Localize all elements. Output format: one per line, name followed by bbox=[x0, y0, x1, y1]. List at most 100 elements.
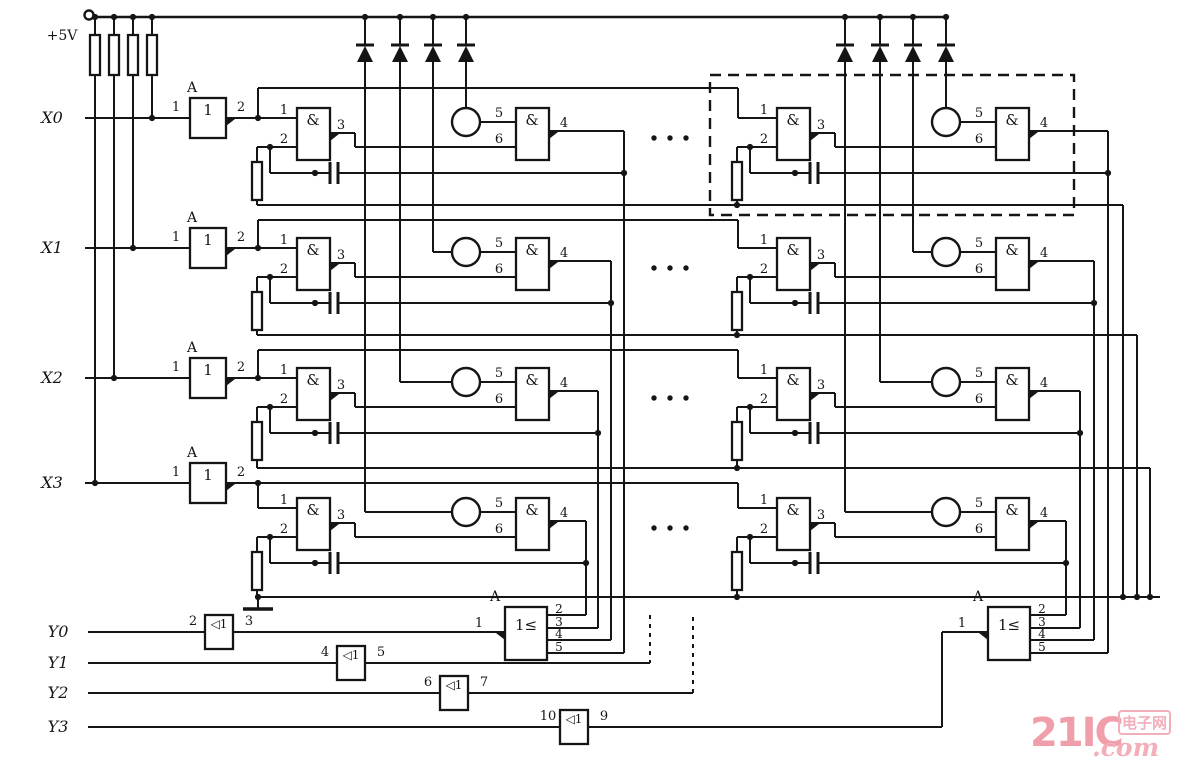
pin-label: 6 bbox=[424, 675, 432, 690]
pin-label: 5 bbox=[1038, 640, 1046, 654]
pin-label: 2 bbox=[760, 262, 768, 277]
nand-symbol: & bbox=[306, 371, 319, 389]
ellipsis-dot bbox=[651, 265, 657, 271]
pin-label: 1 bbox=[760, 103, 768, 118]
nand-symbol: & bbox=[306, 111, 319, 129]
debounce-resistor bbox=[730, 290, 744, 332]
pin-label: 4 bbox=[560, 506, 568, 521]
pin-label: 2 bbox=[189, 614, 197, 629]
nand-output-marker bbox=[1029, 392, 1038, 399]
nand-symbol: & bbox=[525, 501, 538, 519]
ellipsis-dot bbox=[667, 525, 673, 531]
driver-gate bbox=[438, 674, 470, 712]
debounce-resistor bbox=[250, 420, 264, 462]
pin-label: 1 bbox=[172, 465, 180, 480]
pin-label: 3 bbox=[817, 508, 825, 523]
ellipsis-dot bbox=[683, 525, 689, 531]
ic-annotation: A bbox=[489, 589, 501, 605]
or-symbol: 1≤ bbox=[998, 616, 1020, 634]
pin-label: 2 bbox=[760, 392, 768, 407]
y-row-label: Y2 bbox=[48, 683, 69, 702]
nand-gate bbox=[775, 496, 812, 552]
or-output-marker bbox=[496, 633, 505, 640]
pin-label: 1 bbox=[760, 363, 768, 378]
pin-label: 2 bbox=[280, 262, 288, 277]
x-row-label: X1 bbox=[39, 238, 63, 257]
nand-output-marker bbox=[810, 264, 819, 271]
pin-label: 1 bbox=[280, 233, 288, 248]
nand-output-marker bbox=[330, 134, 339, 141]
inverter-output-marker bbox=[226, 379, 235, 386]
pin-label: 5 bbox=[555, 640, 563, 654]
nand-gate bbox=[994, 366, 1031, 422]
nand-gate bbox=[775, 366, 812, 422]
pin-label: 3 bbox=[337, 248, 345, 263]
pin-label: 1 bbox=[172, 100, 180, 115]
nand-symbol: & bbox=[525, 371, 538, 389]
pullup-resistor bbox=[145, 33, 159, 77]
nand-symbol: & bbox=[525, 241, 538, 259]
nand-gate bbox=[295, 106, 332, 162]
diode bbox=[425, 46, 441, 62]
ic-annotation: A bbox=[972, 589, 984, 605]
pin-label: 6 bbox=[495, 262, 503, 277]
inverter-gate bbox=[188, 356, 228, 400]
nand-gate bbox=[514, 366, 551, 422]
nand-symbol: & bbox=[1005, 371, 1018, 389]
inverter-output-marker bbox=[226, 249, 235, 256]
pin-label: 2 bbox=[237, 465, 245, 480]
nand-symbol: & bbox=[786, 501, 799, 519]
ic-annotation: A bbox=[186, 445, 198, 461]
nand-symbol: & bbox=[1005, 501, 1018, 519]
pin-label: 1 bbox=[172, 360, 180, 375]
nand-output-marker bbox=[810, 524, 819, 531]
pin-label: 9 bbox=[600, 709, 608, 724]
or-output-marker bbox=[979, 633, 988, 640]
driver-symbol: ◁1 bbox=[445, 678, 463, 692]
key-switch bbox=[450, 236, 482, 268]
ellipsis-dot bbox=[651, 395, 657, 401]
diode bbox=[837, 46, 853, 62]
inverter-symbol: 1 bbox=[203, 231, 213, 249]
debounce-resistor bbox=[730, 550, 744, 592]
inverter-output-marker bbox=[226, 119, 235, 126]
nand-output-marker bbox=[549, 392, 558, 399]
pin-label: 4 bbox=[1040, 116, 1048, 131]
nand-output-marker bbox=[1029, 132, 1038, 139]
junction-dot bbox=[311, 429, 319, 437]
pin-label: 3 bbox=[817, 248, 825, 263]
nand-output-marker bbox=[549, 522, 558, 529]
nand-symbol: & bbox=[1005, 241, 1018, 259]
or-symbol: 1≤ bbox=[515, 616, 537, 634]
ellipsis-dot bbox=[683, 135, 689, 141]
pin-label: 4 bbox=[1040, 246, 1048, 261]
nand-output-marker bbox=[549, 262, 558, 269]
pullup-resistor bbox=[107, 33, 121, 77]
ic-annotation: A bbox=[186, 210, 198, 226]
nand-symbol: & bbox=[786, 241, 799, 259]
pin-label: 3 bbox=[337, 378, 345, 393]
debounce-resistor bbox=[250, 290, 264, 332]
ic-annotation: A bbox=[186, 80, 198, 96]
nand-output-marker bbox=[549, 132, 558, 139]
pin-label: 4 bbox=[1040, 506, 1048, 521]
junction-dot bbox=[733, 593, 741, 601]
nand-symbol: & bbox=[786, 111, 799, 129]
nand-gate bbox=[994, 496, 1031, 552]
pin-label: 4 bbox=[321, 645, 329, 660]
pin-label: 1 bbox=[475, 616, 483, 631]
pin-label: 6 bbox=[975, 262, 983, 277]
pin-label: 4 bbox=[560, 246, 568, 261]
pin-label: 4 bbox=[560, 116, 568, 131]
pin-label: 6 bbox=[975, 132, 983, 147]
nand-output-marker bbox=[1029, 522, 1038, 529]
inverter-symbol: 1 bbox=[203, 466, 213, 484]
pin-label: 1 bbox=[280, 493, 288, 508]
inverter-output-marker bbox=[226, 484, 235, 491]
nand-output-marker bbox=[810, 134, 819, 141]
pin-label: 4 bbox=[560, 376, 568, 391]
diode bbox=[938, 46, 954, 62]
ellipsis-dot bbox=[683, 265, 689, 271]
ellipsis-dot bbox=[667, 135, 673, 141]
